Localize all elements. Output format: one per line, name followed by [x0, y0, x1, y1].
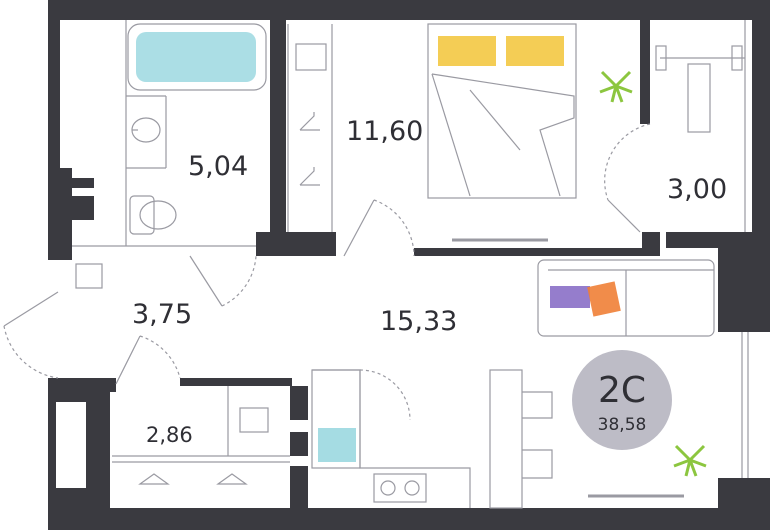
fixtures [3, 20, 749, 509]
area-hall: 3,75 [132, 299, 192, 330]
area-bathroom: 5,04 [188, 151, 248, 182]
wall-niche-inner [72, 20, 108, 166]
cushion-purple [550, 286, 590, 308]
pillow-right [506, 36, 564, 66]
bathtub-fill [136, 32, 256, 82]
area-gym: 3,00 [667, 174, 727, 205]
badge-code: 2C [598, 370, 646, 411]
badge-circle [572, 350, 672, 450]
area-storage: 2,86 [146, 423, 193, 447]
pillow-left [438, 36, 496, 66]
cushion-orange [587, 281, 621, 317]
plant-icon [673, 444, 707, 477]
plant-icon [599, 70, 633, 103]
area-living: 15,33 [380, 306, 457, 337]
area-bedroom: 11,60 [346, 116, 423, 147]
kitchen-sink [318, 428, 356, 462]
apartment-badge: 2C 38,58 [572, 350, 672, 450]
badge-total-area: 38,58 [598, 415, 647, 435]
walls [48, 0, 770, 530]
